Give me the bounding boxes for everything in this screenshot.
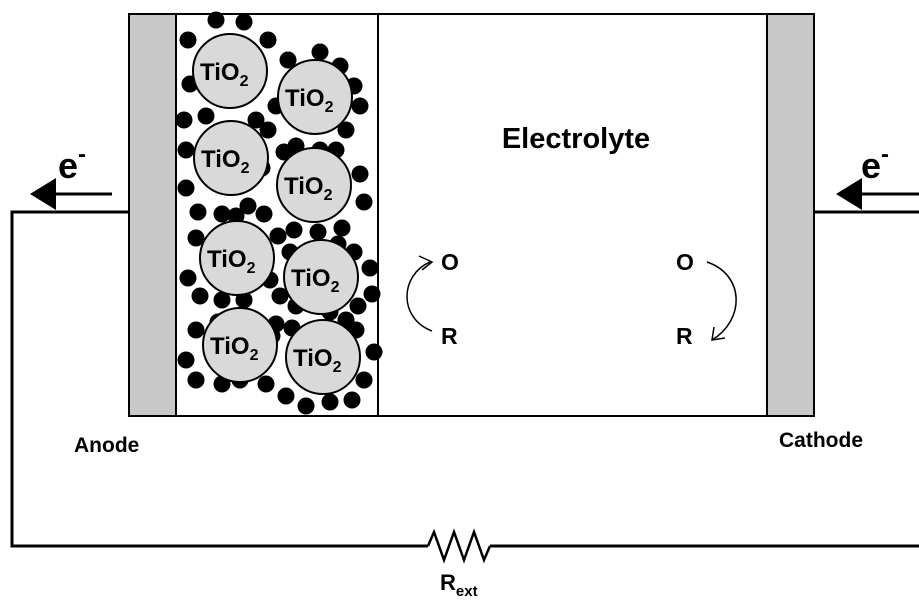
tio2-particle-label: TiO2 <box>200 59 249 90</box>
dye-dot <box>191 287 209 305</box>
tio2-particle-label: TiO2 <box>207 246 256 277</box>
dye-dot <box>279 51 297 69</box>
dye-dot <box>311 43 329 61</box>
tio2-particle-label: TiO2 <box>293 345 342 376</box>
resistor-label: Rext <box>440 570 478 600</box>
tio2-particle: TiO2 <box>193 120 269 196</box>
resistor-symbol <box>426 528 492 564</box>
tio2-particle: TiO2 <box>276 147 352 223</box>
anode-oxidized-label: O <box>441 249 459 275</box>
dye-dot <box>207 11 225 29</box>
tio2-particle-circle <box>193 120 269 196</box>
dye-dot <box>363 285 381 303</box>
tio2-particle-label: TiO2 <box>210 333 259 364</box>
cathode-label: Cathode <box>779 429 863 452</box>
anode-label: Anode <box>74 434 139 457</box>
tio2-particle-circle <box>277 59 353 135</box>
dye-dot <box>285 221 303 239</box>
cathode-redox-arrowhead <box>711 326 726 341</box>
cathode-reduced-label: R <box>676 323 693 349</box>
dye-dot <box>235 13 253 31</box>
dye-dot <box>247 111 265 129</box>
dye-dot <box>337 121 355 139</box>
cathode-electron-label: e- <box>861 141 889 186</box>
tio2-particle-circle <box>285 319 361 395</box>
dye-dot <box>177 351 195 369</box>
dye-dot <box>351 97 369 115</box>
dye-dot <box>177 141 195 159</box>
tio2-particle: TiO2 <box>277 59 353 135</box>
anode-redox-arrow <box>406 261 433 332</box>
tio2-particle: TiO2 <box>285 319 361 395</box>
electrolyte-label: Electrolyte <box>502 123 650 155</box>
dye-dot <box>175 111 193 129</box>
dye-dot <box>187 229 205 247</box>
dye-dot <box>257 375 275 393</box>
anode-electron-arrowhead <box>30 178 56 210</box>
dye-dot <box>179 31 197 49</box>
dye-dot <box>309 223 327 241</box>
tio2-particle-label: TiO2 <box>291 265 340 296</box>
tio2-layer <box>175 13 379 417</box>
dye-dot <box>355 193 373 211</box>
cathode-plate <box>766 13 815 417</box>
dye-dot <box>239 197 257 215</box>
dye-dot <box>189 203 207 221</box>
dye-dot <box>255 205 273 223</box>
dye-dot <box>365 343 383 361</box>
dye-dot <box>333 219 351 237</box>
anode-reduced-label: R <box>441 323 458 349</box>
cathode-oxidized-label: O <box>676 249 694 275</box>
tio2-particle-circle <box>202 307 278 383</box>
anode-redox-arrowhead <box>418 255 434 271</box>
tio2-particle: TiO2 <box>192 33 268 109</box>
tio2-particle-circle <box>192 33 268 109</box>
tio2-particle: TiO2 <box>202 307 278 383</box>
dye-dot <box>271 287 289 305</box>
dye-dot <box>259 31 277 49</box>
tio2-particle: TiO2 <box>283 239 359 315</box>
dye-dot <box>343 391 361 409</box>
dye-dot <box>297 397 315 415</box>
dye-dot <box>187 371 205 389</box>
dye-dot <box>277 387 295 405</box>
dye-dot <box>179 269 197 287</box>
tio2-particle-circle <box>199 220 275 296</box>
tio2-particle-circle <box>283 239 359 315</box>
tio2-particle: TiO2 <box>199 220 275 296</box>
tio2-particle-circle <box>276 147 352 223</box>
dye-dot <box>213 205 231 223</box>
dye-dot <box>187 321 205 339</box>
tio2-particle-label: TiO2 <box>284 173 333 204</box>
dye-dot <box>259 121 277 139</box>
cathode-electron-arrowhead <box>836 178 862 210</box>
dye-dot <box>197 107 215 125</box>
anode-plate <box>128 13 177 417</box>
dye-dot <box>321 393 339 411</box>
dye-dot <box>361 259 379 277</box>
tio2-particle-label: TiO2 <box>201 146 250 177</box>
dye-dot <box>355 371 373 389</box>
dye-dot <box>213 291 231 309</box>
dye-dot <box>349 297 367 315</box>
external-wire-left <box>10 210 428 548</box>
dye-dot <box>351 165 369 183</box>
anode-electron-label: e- <box>58 141 86 186</box>
dye-dot <box>177 179 195 197</box>
tio2-particle-label: TiO2 <box>285 85 334 116</box>
cathode-redox-arrow <box>706 261 737 341</box>
dye-dot <box>269 227 287 245</box>
